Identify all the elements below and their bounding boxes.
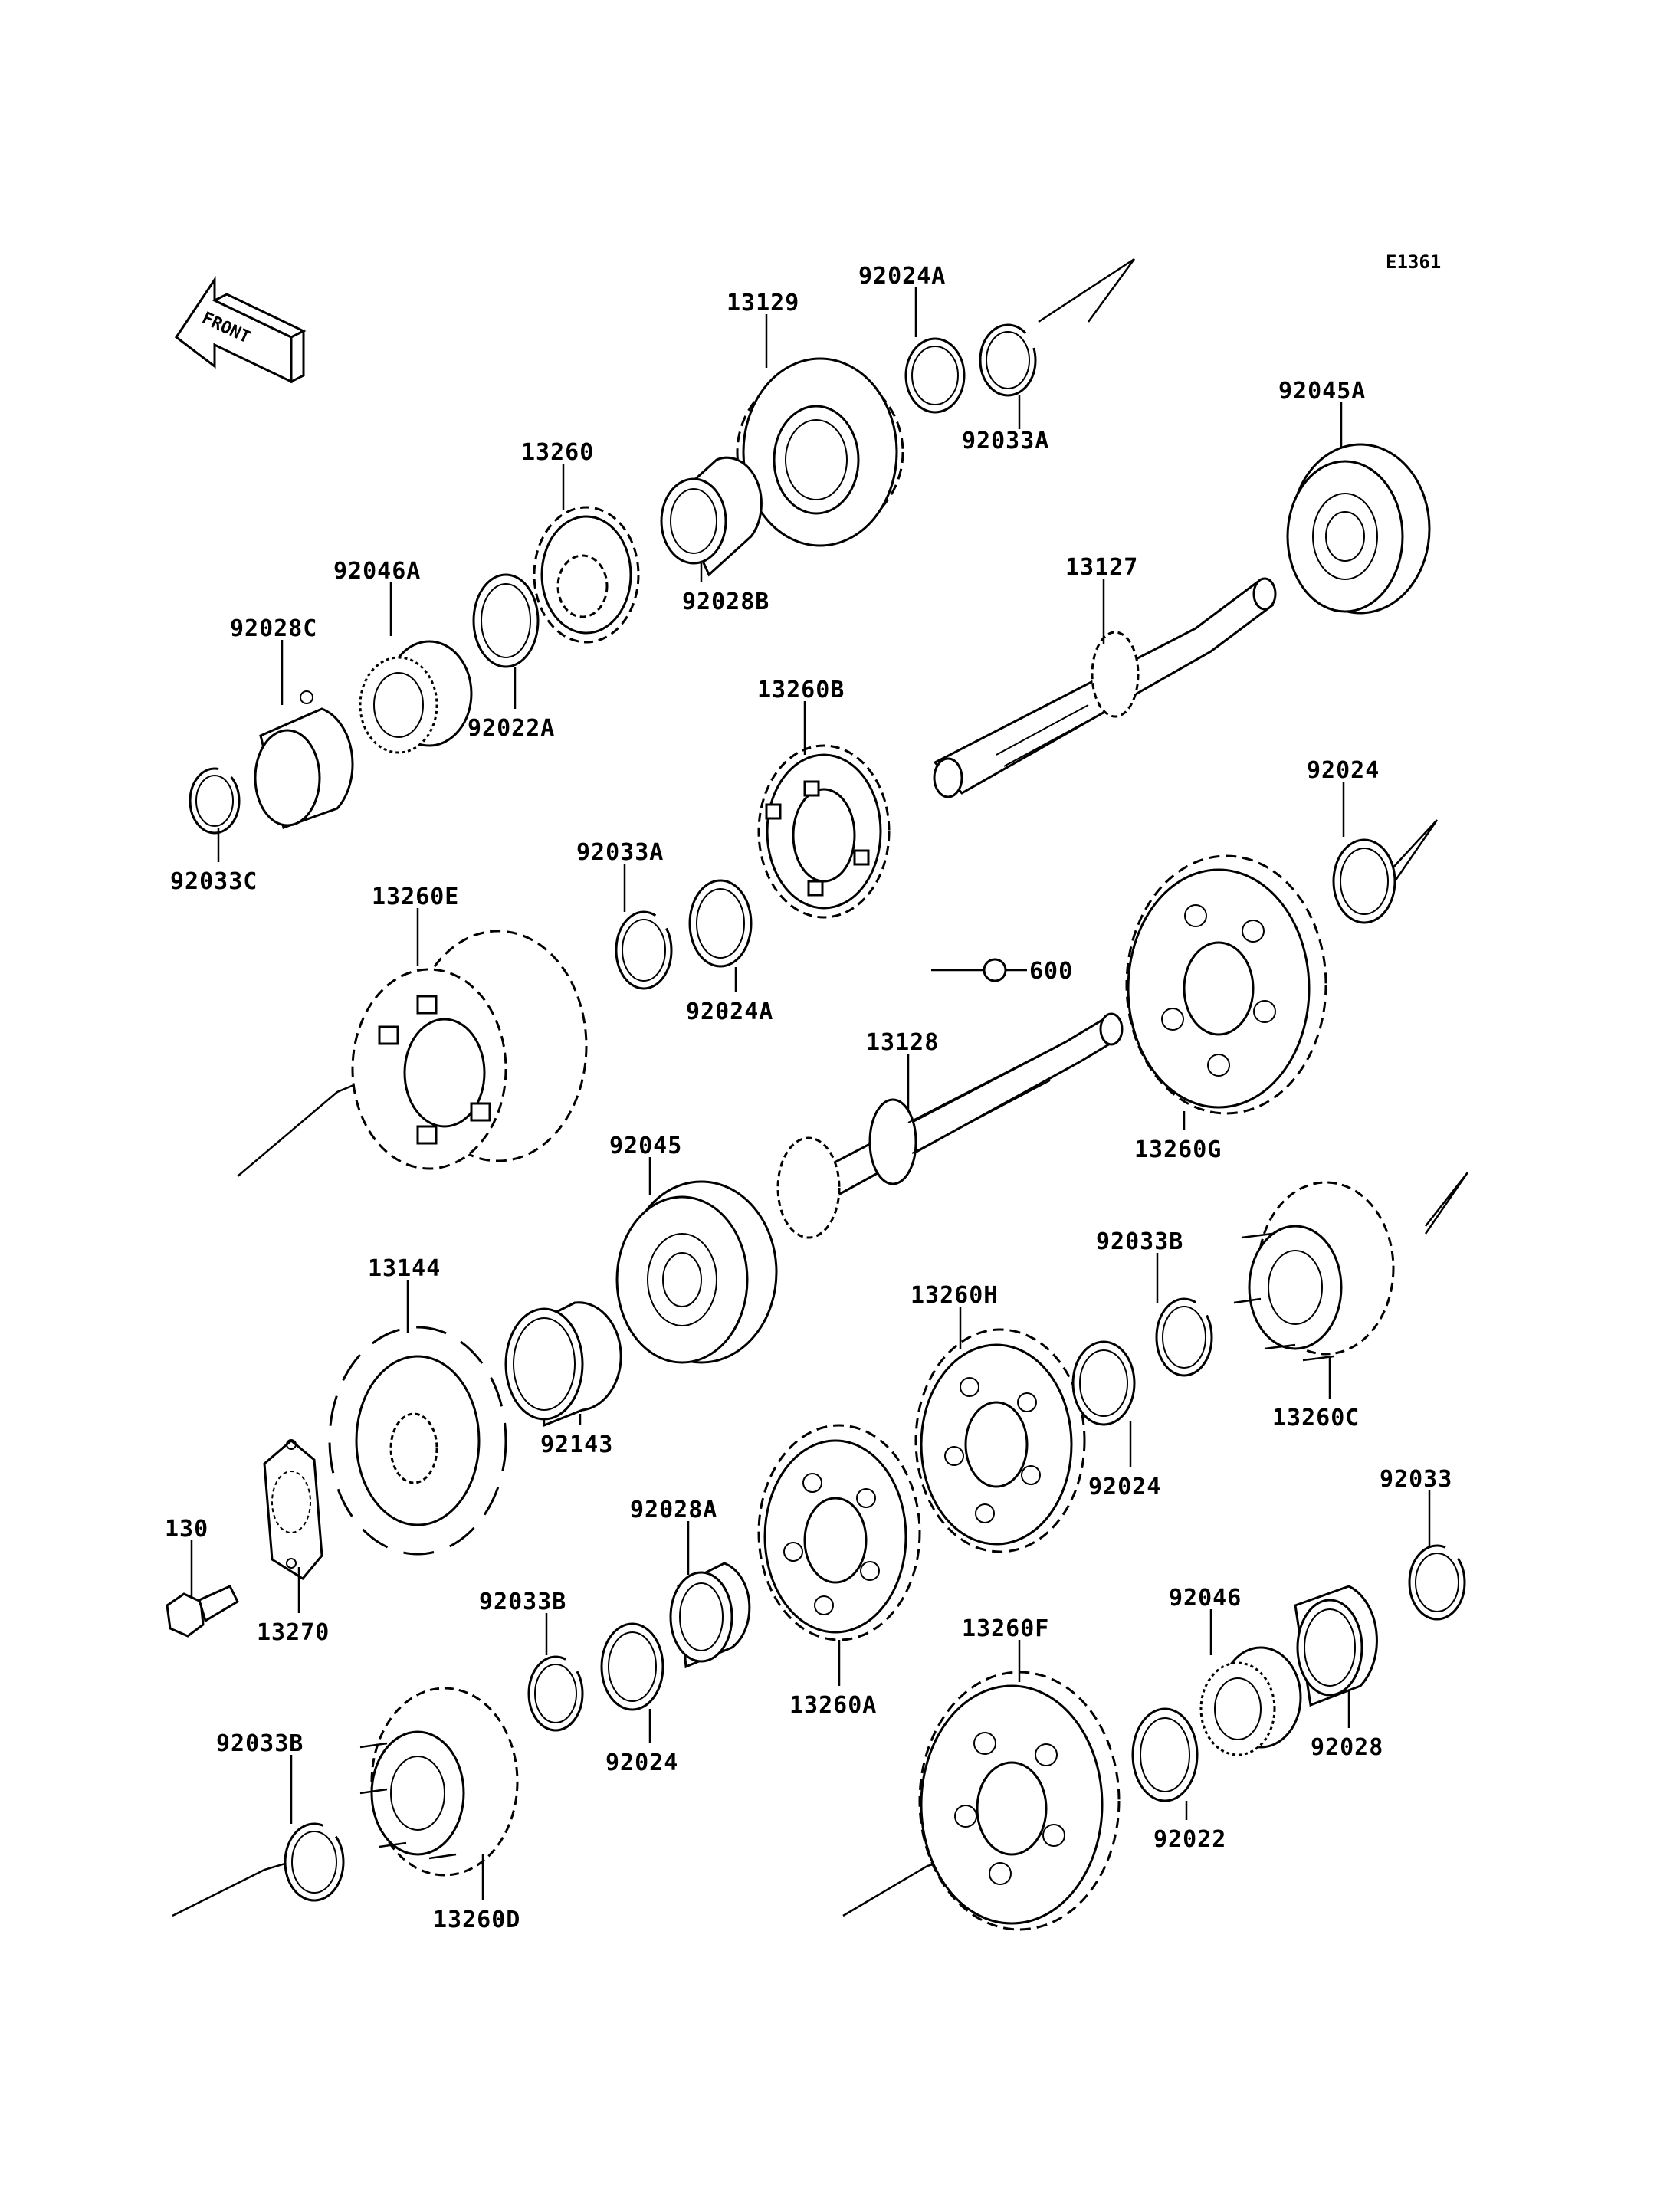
bearing-92045 <box>615 1180 778 1364</box>
label-13270: 13270 <box>257 1619 330 1646</box>
label-92046: 92046 <box>1169 1585 1242 1612</box>
label-13260A: 13260A <box>789 1692 877 1719</box>
circlip-92033 <box>1408 1544 1466 1621</box>
needle-bearing-92046 <box>1199 1646 1302 1756</box>
label-92024A-top: 92024A <box>858 263 946 290</box>
part-labels: 13129 92024A 92033A 92045A 13260 92028B … <box>165 263 1452 1933</box>
label-92028A: 92028A <box>630 1497 717 1523</box>
label-92033B-low: 92033B <box>216 1730 304 1757</box>
label-92033: 92033 <box>1380 1466 1452 1493</box>
label-92033A-top: 92033A <box>962 428 1049 454</box>
label-13260C: 13260C <box>1272 1405 1360 1431</box>
label-600: 600 <box>1029 958 1073 985</box>
label-92033A-mid: 92033A <box>576 839 664 866</box>
circlip-92033A-mid <box>615 910 673 990</box>
circlip-92033C <box>189 767 241 835</box>
gear-13260H <box>914 1328 1086 1553</box>
ball-600 <box>983 958 1007 982</box>
label-92024-mid: 92024 <box>1088 1474 1161 1500</box>
label-92028B: 92028B <box>682 589 769 615</box>
circlip-92033B-right <box>1155 1297 1213 1377</box>
label-13144: 13144 <box>368 1255 441 1282</box>
label-13260H: 13260H <box>911 1282 998 1309</box>
gear-13260B <box>757 744 891 919</box>
bolt-130 <box>166 1585 239 1638</box>
label-92143: 92143 <box>540 1431 613 1458</box>
ring-92024-right <box>1332 838 1396 924</box>
gear-13260 <box>533 506 640 644</box>
label-92045A: 92045A <box>1278 378 1366 405</box>
collar-92028 <box>1294 1585 1378 1707</box>
label-92024-low: 92024 <box>605 1749 678 1776</box>
collar-92143 <box>504 1301 622 1428</box>
label-92046A: 92046A <box>333 558 421 585</box>
shaft-13127 <box>933 577 1277 798</box>
gear-13129 <box>736 357 904 547</box>
gear-13260F <box>918 1671 1121 1931</box>
label-13260F: 13260F <box>962 1615 1049 1642</box>
label-92028C: 92028C <box>230 615 317 642</box>
gear-13260C <box>1233 1181 1395 1362</box>
gear-13260D <box>359 1687 519 1877</box>
washer-92022 <box>1131 1707 1199 1802</box>
label-92028: 92028 <box>1311 1734 1383 1761</box>
washer-92022A <box>472 573 540 668</box>
ring-92024-low <box>600 1622 664 1711</box>
gear-13260A <box>757 1424 921 1641</box>
label-13260: 13260 <box>521 439 594 466</box>
label-13260D: 13260D <box>433 1907 520 1933</box>
label-92033B-right: 92033B <box>1096 1228 1183 1255</box>
circlip-92033B-low <box>284 1822 345 1902</box>
leader-lines <box>190 287 1431 1900</box>
label-92033B-mid: 92033B <box>479 1589 566 1615</box>
shaft-13128 <box>776 1012 1124 1239</box>
label-13129: 13129 <box>727 290 799 316</box>
circlip-92033A-top <box>979 323 1037 397</box>
sprocket-13144 <box>328 1326 507 1556</box>
label-13260B: 13260B <box>757 677 845 703</box>
needle-bearing-92046A <box>359 640 473 754</box>
ring-92024A-mid <box>688 879 753 968</box>
ring-92024-mid <box>1071 1340 1136 1426</box>
label-13127: 13127 <box>1065 554 1138 581</box>
label-92022: 92022 <box>1153 1826 1226 1853</box>
label-92033C: 92033C <box>170 868 258 895</box>
label-13260G: 13260G <box>1134 1136 1222 1163</box>
plate-13270 <box>263 1439 323 1580</box>
label-92024-right: 92024 <box>1307 757 1380 784</box>
ring-92024A-top <box>904 337 966 414</box>
gear-13260G <box>1125 854 1327 1115</box>
bushing-92028B <box>660 456 763 577</box>
label-13260E: 13260E <box>372 884 459 910</box>
bearing-92045A <box>1286 443 1431 615</box>
gear-13260E <box>351 930 588 1170</box>
bushing-92028A <box>669 1562 751 1669</box>
label-130: 130 <box>165 1516 208 1543</box>
label-92045: 92045 <box>609 1133 682 1159</box>
label-92024A-mid: 92024A <box>686 998 773 1025</box>
label-13128: 13128 <box>866 1029 939 1056</box>
diagram-code: E1361 <box>1386 251 1441 273</box>
collar-92028C <box>254 690 354 829</box>
circlip-92033B-mid <box>527 1655 584 1732</box>
label-92022A: 92022A <box>468 715 555 742</box>
front-arrow-icon: FRONT <box>174 276 307 384</box>
